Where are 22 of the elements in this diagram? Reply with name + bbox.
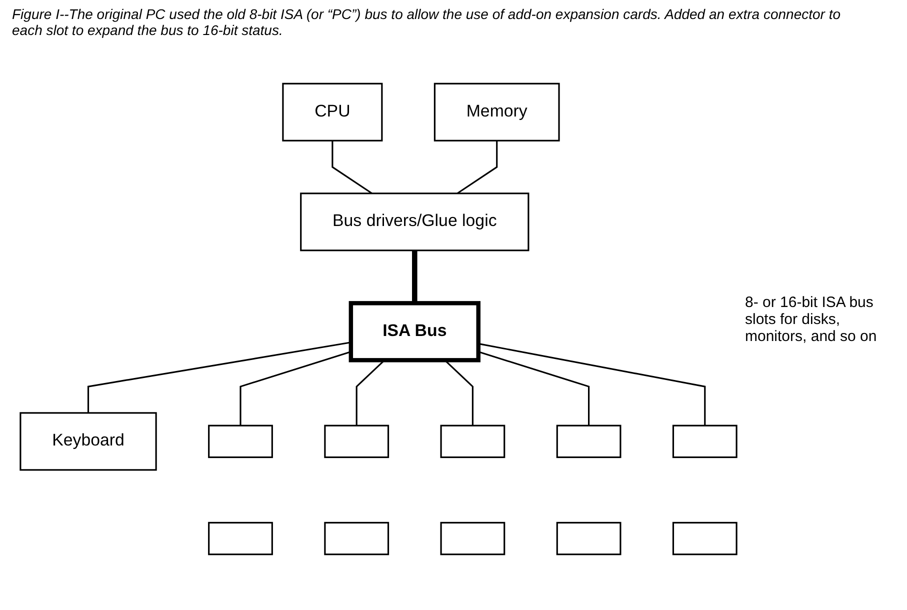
node-box bbox=[672, 424, 738, 458]
connector bbox=[332, 140, 372, 194]
node-box: ISA Bus bbox=[348, 301, 480, 362]
node-box bbox=[324, 522, 390, 556]
connector bbox=[412, 250, 418, 304]
node-box: CPU bbox=[282, 82, 383, 142]
connector bbox=[456, 140, 498, 194]
node-box bbox=[440, 424, 506, 458]
connector bbox=[478, 342, 706, 426]
node-box bbox=[324, 424, 390, 458]
node-box bbox=[208, 424, 273, 458]
node-box bbox=[556, 522, 622, 556]
slot-note: 8- or 16-bit ISA bus slots for disks, monitors, and so on bbox=[745, 294, 878, 344]
figure-caption: Figure I--The original PC used the old 8-bit ISA (or “PC”) bus to allow the use of add-on expansion cards. Added an extra connector to each slot to expand the bus to 16-bit status. bbox=[12, 6, 842, 38]
connector bbox=[478, 350, 590, 426]
node-box: Memory bbox=[434, 82, 560, 142]
node-box: Bus drivers/Glue logic bbox=[300, 192, 530, 252]
node-box bbox=[208, 522, 273, 556]
node-box bbox=[440, 522, 506, 556]
node-box bbox=[556, 424, 622, 458]
node-box: Keyboard bbox=[20, 412, 157, 471]
node-box bbox=[672, 522, 738, 556]
